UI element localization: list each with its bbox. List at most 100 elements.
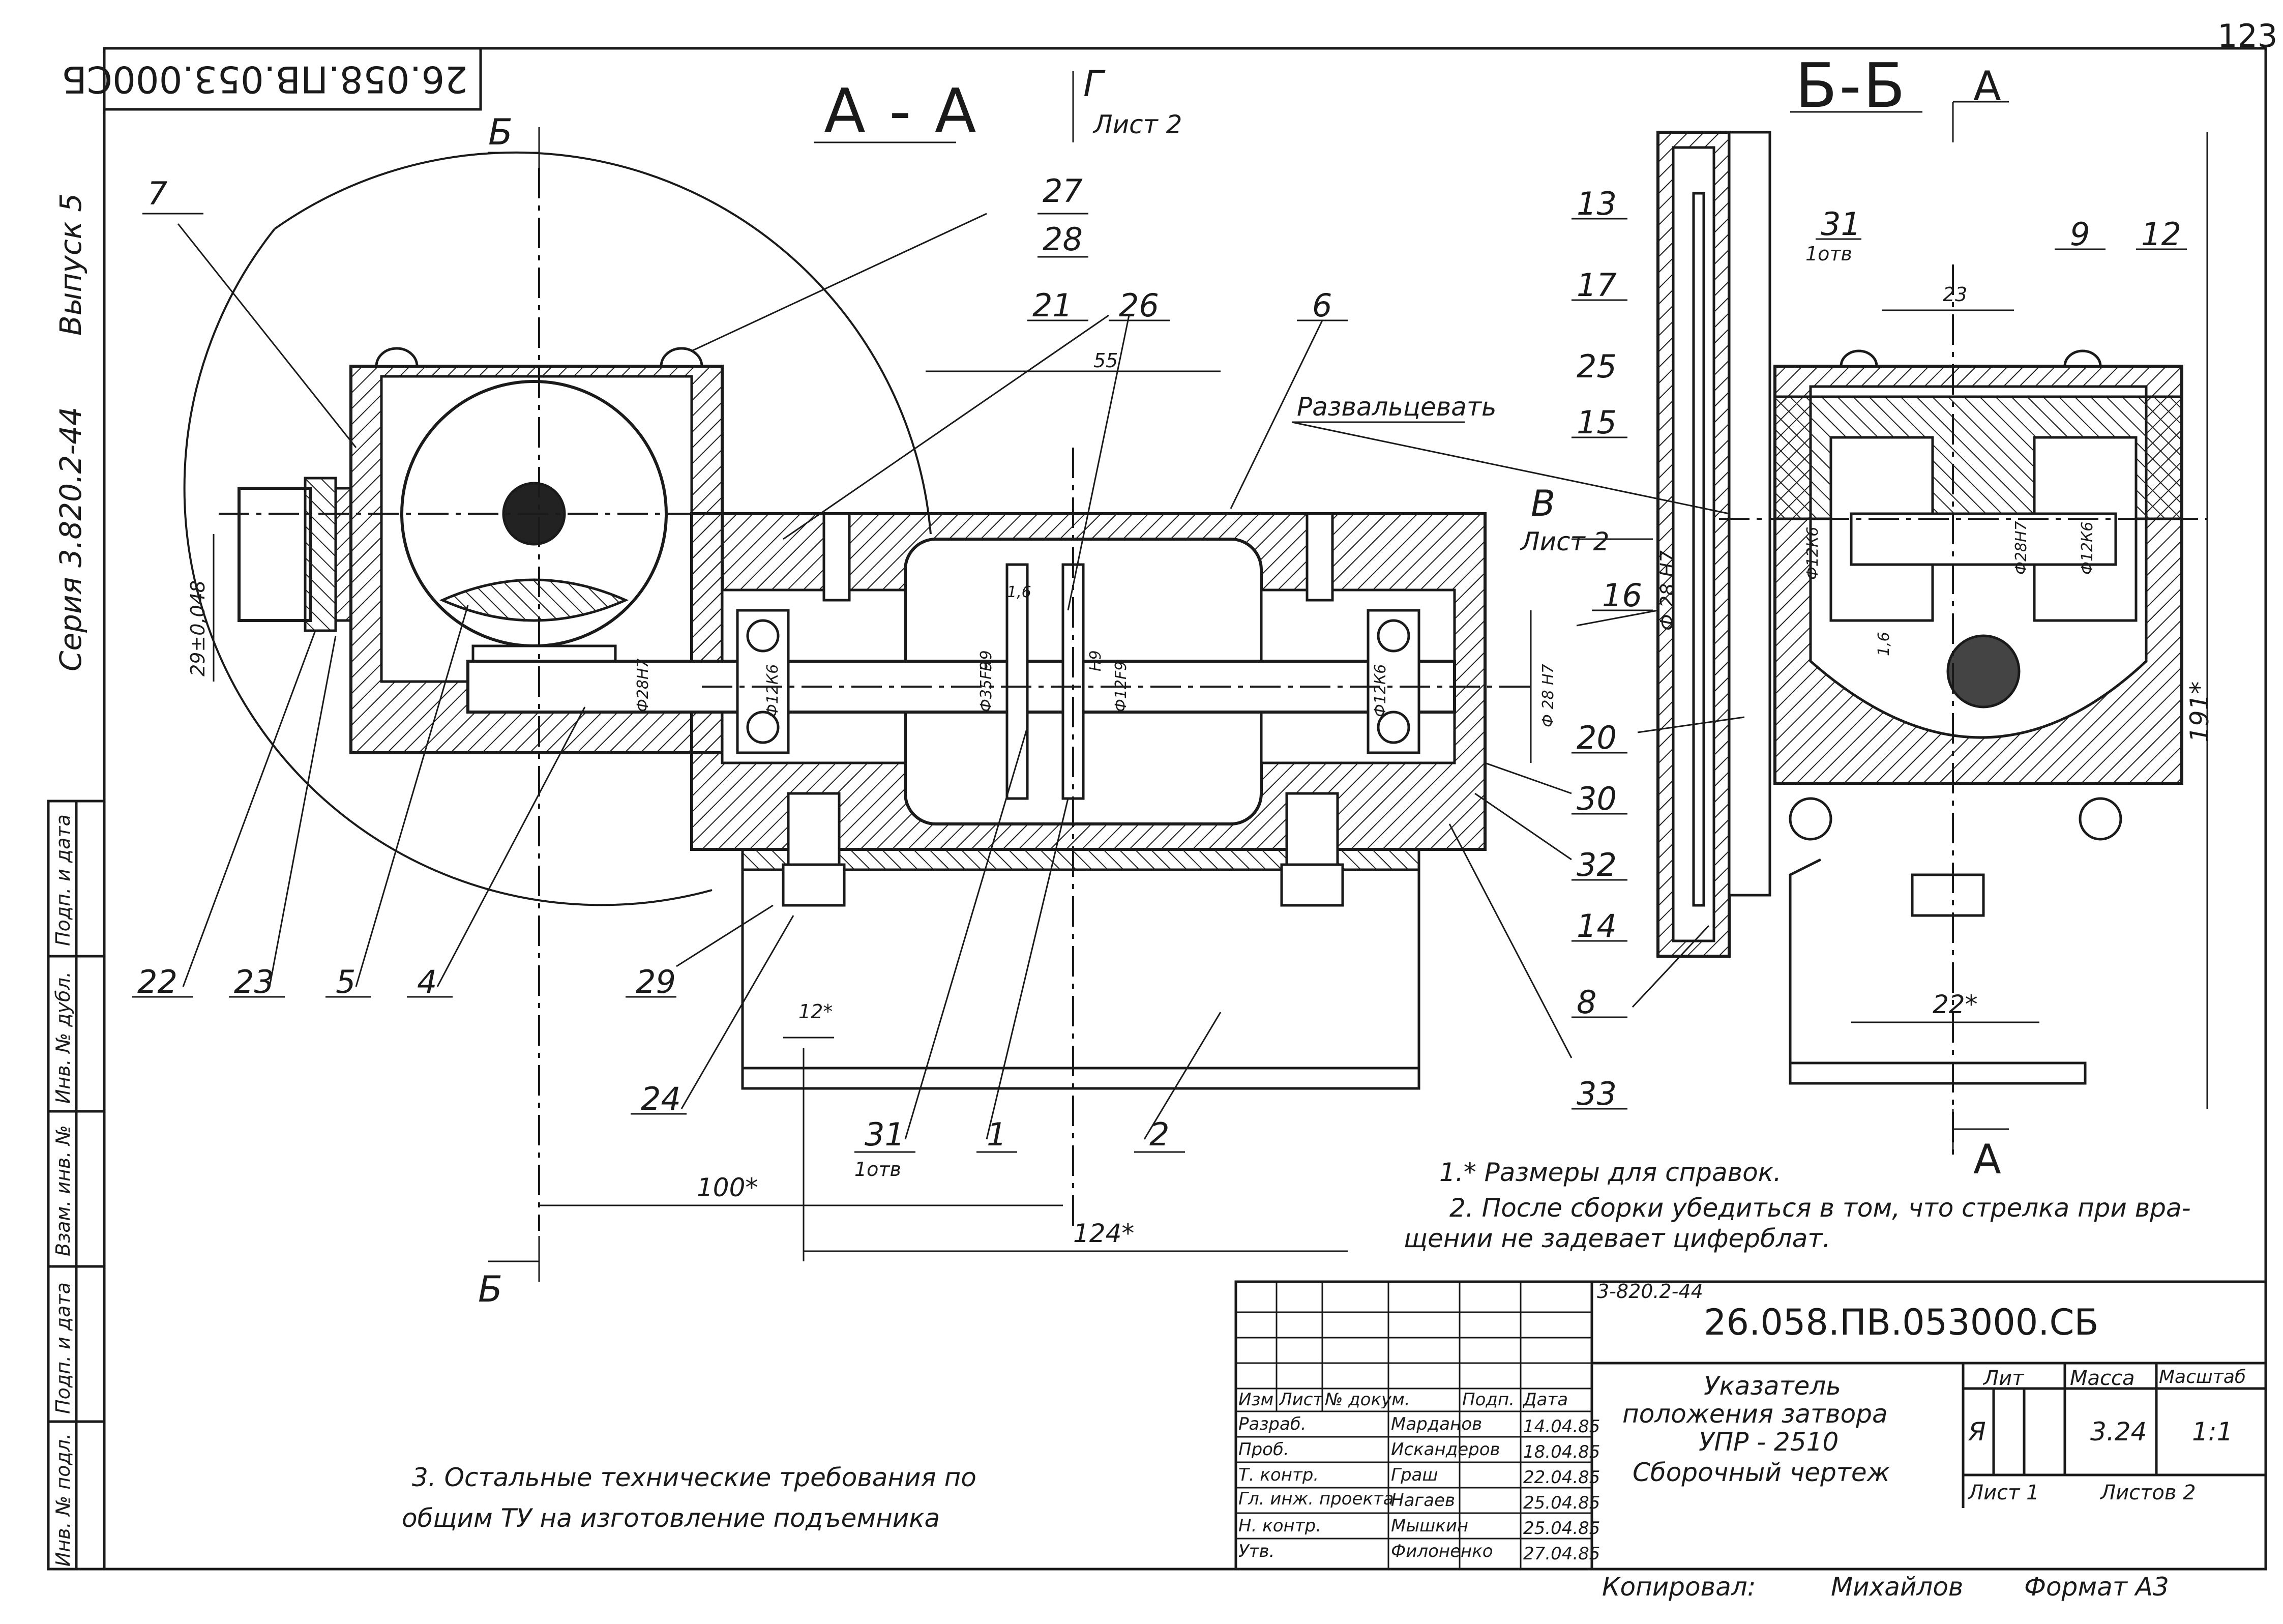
sheet2-label-a: Лист 2 <box>1093 110 1182 139</box>
tb-row-date: 18.04.85 <box>1523 1443 1600 1461</box>
dim-12f9: Ф12F9 <box>1112 661 1130 712</box>
tb-sheet: Лист 1 <box>1968 1481 2039 1504</box>
tb-row-name: Марданов <box>1391 1415 1483 1433</box>
tb-row-date: 25.04.85 <box>1523 1520 1600 1537</box>
view-v-label: В <box>1531 483 1556 524</box>
callout-31-top: 31 <box>1821 205 1861 243</box>
dim-1-6-bb: 1,6 <box>1875 632 1893 656</box>
tb-row-role: Проб. <box>1238 1441 1289 1458</box>
series-label: Серия 3.820.2-44 <box>53 406 88 671</box>
tb-row-role: Н. контр. <box>1238 1517 1321 1534</box>
callout-31-top-holes: 1отв <box>1805 243 1852 265</box>
tb-designation: 26.058.ПВ.053000.СБ <box>1704 1302 2099 1343</box>
margin-dup-inv: Инв. № дубл. <box>52 971 74 1104</box>
dim-28h7-bb: Ф 28 Н7 <box>1656 550 1679 631</box>
callout-6: 6 <box>1312 287 1332 324</box>
tb-h-doc: № докум. <box>1325 1391 1410 1408</box>
callout-30: 30 <box>1577 780 1617 817</box>
tb-lit-value: Я <box>1968 1417 1986 1446</box>
callout-27: 27 <box>1043 172 1083 210</box>
note-1: 1.* Размеры для справок. <box>1439 1158 1782 1187</box>
tb-row-name: Граш <box>1391 1466 1438 1484</box>
tb-mass-value: 3.24 <box>2090 1417 2147 1446</box>
tb-h-izm: Изм <box>1238 1391 1274 1408</box>
instruction-flare: Развальцевать <box>1297 392 1497 422</box>
dim-23: 23 <box>1943 283 1968 306</box>
dim-28h7-bb2: Ф28Н7 <box>2012 521 2030 575</box>
margin-sign-date-2: Подп. и дата <box>52 1282 74 1414</box>
callout-20: 20 <box>1577 719 1617 756</box>
tb-name-2: положения затвора <box>1622 1399 1888 1429</box>
margin-orig-inv: Инв. № подл. <box>52 1433 74 1567</box>
tb-row-name: Искандеров <box>1391 1441 1500 1458</box>
callout-32: 32 <box>1577 846 1617 883</box>
tb-row-role: Гл. инж. проекта <box>1238 1490 1394 1508</box>
tb-name-4: Сборочный чертеж <box>1633 1458 1890 1487</box>
tb-sheets: Листов 2 <box>2100 1481 2196 1504</box>
callout-8: 8 <box>1577 984 1597 1021</box>
tb-row-date: 22.04.85 <box>1523 1469 1600 1486</box>
callout-28: 28 <box>1043 221 1083 258</box>
tb-name-3: УПР - 2510 <box>1699 1427 1839 1457</box>
section-bb-label: Б-Б <box>1795 51 1907 122</box>
tb-row-date: 25.04.85 <box>1523 1494 1600 1512</box>
cut-a-top: А <box>1973 63 2001 110</box>
dim-12k6-bb: Ф12К6 <box>1804 526 1822 580</box>
callout-22: 22 <box>137 963 177 1000</box>
tb-row-role: Разраб. <box>1238 1415 1307 1433</box>
callout-12: 12 <box>2141 216 2181 253</box>
cut-b-bottom: Б <box>478 1268 503 1310</box>
cut-a-bottom: А <box>1973 1136 2001 1183</box>
dim-12k6-bb2: Ф12К6 <box>2079 521 2096 575</box>
tb-series: 3-820.2-44 <box>1597 1280 1703 1303</box>
callout-23: 23 <box>234 963 274 1000</box>
note-3-cont: общим ТУ на изготовление подъемника <box>402 1503 940 1533</box>
dim-29: 29±0,048 <box>187 580 209 676</box>
note-3: 3. Остальные технические требования по <box>412 1463 976 1492</box>
tb-scale-value: 1:1 <box>2192 1417 2233 1446</box>
section-aa-label: А - А <box>824 76 979 147</box>
stamp-code: 26.058.ПВ.053.000СБ <box>62 58 468 101</box>
callout-26: 26 <box>1119 287 1159 324</box>
dim-h9-a: Н9 <box>977 650 995 671</box>
tb-h-list: Лист <box>1279 1391 1323 1408</box>
tb-row-name: Нагаев <box>1391 1492 1456 1509</box>
cut-b-top: Б <box>488 111 513 153</box>
tb-scale-label: Масштаб <box>2159 1367 2246 1387</box>
margin-sign-date-1: Подп. и дата <box>52 814 74 946</box>
dim-12: 12* <box>798 1000 833 1023</box>
note-2: 2. После сборки убедиться в том, что стр… <box>1449 1193 2191 1223</box>
dim-55: 55 <box>1093 349 1118 372</box>
dim-12k6-a: Ф12К6 <box>764 664 782 717</box>
tb-row-date: 27.04.85 <box>1523 1545 1600 1562</box>
callout-1: 1 <box>987 1116 1007 1153</box>
callout-29: 29 <box>636 963 676 1000</box>
tb-row-role: Утв. <box>1238 1543 1275 1560</box>
callout-33: 33 <box>1577 1075 1617 1112</box>
tb-lit-label: Лит <box>1983 1367 2024 1390</box>
tb-name-1: Указатель <box>1704 1371 1841 1401</box>
callout-13: 13 <box>1577 185 1617 222</box>
callout-2: 2 <box>1149 1116 1170 1153</box>
view-g-label: Г <box>1083 63 1103 105</box>
dim-28h7-right: Ф 28 Н7 <box>1539 664 1557 727</box>
tb-h-date: Дата <box>1523 1391 1568 1408</box>
dim-h9-b: Н9 <box>1087 650 1105 671</box>
dim-191: 191* <box>2185 681 2214 743</box>
callout-25: 25 <box>1577 348 1617 385</box>
callout-9: 9 <box>2070 216 2090 253</box>
callout-5: 5 <box>336 963 356 1000</box>
tb-h-sign: Подп. <box>1462 1391 1515 1408</box>
tb-row-role: Т. контр. <box>1238 1466 1319 1484</box>
tb-row-date: 14.04.85 <box>1523 1418 1600 1435</box>
callout-21: 21 <box>1032 287 1073 324</box>
callout-15: 15 <box>1577 404 1617 441</box>
page-number: 123 <box>2217 17 2278 54</box>
dim-1-6: 1,6 <box>1007 583 1031 601</box>
footer-copier: Михайлов <box>1831 1572 1964 1602</box>
dim-28h7-left: Ф28Н7 <box>634 658 652 712</box>
dim-12k6-b: Ф12К6 <box>1372 664 1389 717</box>
tb-row-name: Филоненко <box>1391 1543 1493 1560</box>
issue-label: Выпуск 5 <box>53 193 88 336</box>
margin-replace-inv: Взам. инв. № <box>52 1125 74 1256</box>
